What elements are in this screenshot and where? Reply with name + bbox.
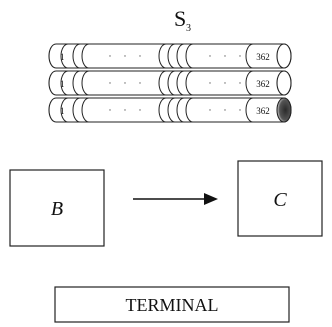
cylinder-ring — [72, 43, 81, 69]
terminal-frame — [54, 286, 290, 323]
cylinder-ring — [158, 43, 167, 69]
cylinder-end-label: 362 — [256, 52, 270, 62]
diagram-title: S 3 — [174, 6, 191, 34]
cylinder-ring — [176, 70, 185, 96]
cylinder-end-cap — [276, 70, 292, 96]
box-c-label: C — [273, 189, 287, 211]
cylinder-ring — [185, 43, 194, 69]
cylinder-ring — [245, 70, 254, 96]
terminal-label: TERMINAL — [126, 295, 219, 315]
cylinder: 1 362 — [48, 97, 292, 123]
cylinder-dot — [139, 55, 141, 57]
cylinder-dot — [239, 82, 241, 84]
terminal-box: TERMINAL — [54, 286, 290, 323]
cylinder-ring — [60, 97, 69, 123]
cylinder-dot — [124, 82, 126, 84]
cylinder-dot — [109, 55, 111, 57]
cylinder-ring — [72, 70, 81, 96]
cylinder-start-label: 1 — [60, 52, 65, 62]
cylinder: 1 362 — [48, 70, 292, 96]
cylinder-dot — [109, 82, 111, 84]
cylinder-ring — [60, 43, 69, 69]
cylinder-ring — [167, 97, 176, 123]
cylinder-ring — [167, 43, 176, 69]
box-c-frame — [237, 160, 323, 237]
cylinder-end-cap — [276, 97, 292, 123]
cylinder-end-label: 362 — [256, 106, 270, 116]
box-b-frame — [9, 169, 105, 247]
box-b: B — [9, 169, 105, 247]
cylinder: 1 362 — [48, 43, 292, 69]
cylinder-dot — [209, 109, 211, 111]
cylinder-ring — [72, 97, 81, 123]
cylinder-dot — [239, 109, 241, 111]
cylinder-dot — [224, 109, 226, 111]
cylinder-ring — [158, 70, 167, 96]
arrow-b-to-c — [133, 193, 218, 205]
cylinder-ring — [185, 97, 194, 123]
cylinder-end-label: 362 — [256, 79, 270, 89]
cylinder-ring — [81, 43, 90, 69]
cylinder-stack: 1 362 1 362 1 362 — [48, 43, 292, 123]
cylinder-dot — [109, 109, 111, 111]
cylinder-dot — [209, 55, 211, 57]
cylinder-dot — [124, 109, 126, 111]
cylinder-dot — [224, 82, 226, 84]
cylinder-ring — [60, 70, 69, 96]
cylinder-ring — [81, 97, 90, 123]
title-subscript: 3 — [186, 23, 191, 34]
cylinder-ring — [245, 43, 254, 69]
cylinder-ring — [158, 97, 167, 123]
cylinder-dot — [139, 82, 141, 84]
cylinder-end-cap — [276, 43, 292, 69]
cylinder-ring — [185, 70, 194, 96]
cylinder-ring — [176, 97, 185, 123]
arrow-head — [204, 193, 218, 205]
cylinder-start-label: 1 — [60, 106, 65, 116]
cylinder-dot — [139, 109, 141, 111]
cylinder-dot — [124, 55, 126, 57]
cylinder-ring — [245, 97, 254, 123]
title-main: S — [174, 6, 186, 31]
cylinder-ring — [81, 70, 90, 96]
cylinder-dot — [224, 55, 226, 57]
cylinder-ring — [167, 70, 176, 96]
cylinder-start-label: 1 — [60, 79, 65, 89]
cylinder-ring — [176, 43, 185, 69]
box-c: C — [237, 160, 323, 237]
cylinder-dot — [239, 55, 241, 57]
cylinder-dot — [209, 82, 211, 84]
box-b-label: B — [51, 198, 63, 220]
